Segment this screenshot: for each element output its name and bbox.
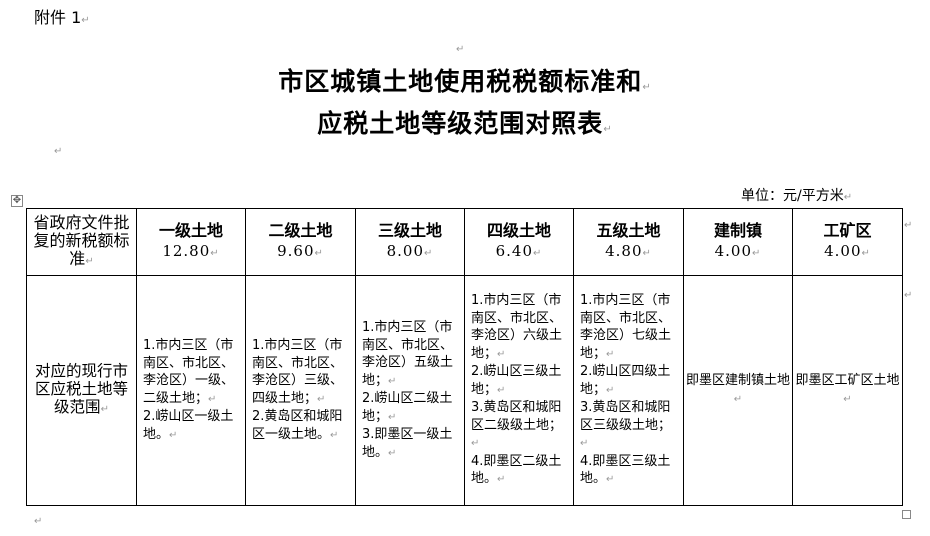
body-row: 对应的现行市区应税土地等级范围↵ 1.市内三区（市南区、市北区、李沧区）一级、二… bbox=[26, 275, 903, 506]
header-row-label: 省政府文件批复的新税额标准↵ bbox=[26, 208, 137, 276]
body-cell-grade-5: 1.市内三区（市南区、市北区、李沧区）七级土地；↵ 2.崂山区四级土地；↵ 3.… bbox=[573, 275, 684, 506]
row-end-mark: ↵ bbox=[904, 220, 913, 231]
attachment-label: 附件 1↵ bbox=[34, 8, 90, 27]
body-cell-grade-4: 1.市内三区（市南区、市北区、李沧区）六级土地；↵ 2.崂山区三级土地；↵ 3.… bbox=[464, 275, 574, 506]
table-move-handle-icon[interactable]: ✥ bbox=[11, 195, 23, 207]
document-title: 市区城镇土地使用税税额标准和↵ 应税土地等级范围对照表↵ bbox=[278, 67, 652, 138]
body-cell-town: 即墨区建制镇土地↵ bbox=[683, 275, 793, 506]
paragraph-mark: ↵ bbox=[456, 44, 465, 55]
body-cell-industrial: 即墨区工矿区土地↵ bbox=[792, 275, 903, 506]
paragraph-mark: ↵ bbox=[54, 146, 63, 157]
table-resize-handle-icon[interactable] bbox=[902, 510, 911, 519]
body-cell-grade-2: 1.市内三区（市南区、市北区、李沧区）三级、四级土地；↵ 2.黄岛区和城阳区一级… bbox=[245, 275, 356, 506]
row-end-mark: ↵ bbox=[904, 290, 913, 301]
body-cell-grade-3: 1.市内三区（市南区、市北区、李沧区）五级土地；↵ 2.崂山区二级土地；↵ 3.… bbox=[355, 275, 465, 506]
title-line-1: 市区城镇土地使用税税额标准和 bbox=[278, 67, 643, 96]
unit-label: 单位：元/平方米↵ bbox=[741, 188, 853, 204]
body-cell-grade-1: 1.市内三区（市南区、市北区、李沧区）一级、二级土地；↵ 2.崂山区一级土地。↵ bbox=[136, 275, 246, 506]
body-row-label: 对应的现行市区应税土地等级范围↵ bbox=[26, 275, 137, 506]
title-line-2: 应税土地等级范围对照表 bbox=[317, 109, 604, 138]
paragraph-mark: ↵ bbox=[34, 516, 43, 527]
